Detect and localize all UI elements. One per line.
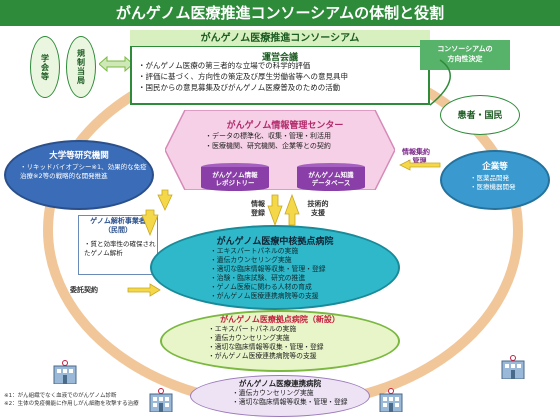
list-item: 適切な臨床情報等収集・管理・登録 — [210, 265, 390, 274]
information-center-list: データの標準化、収集・管理・利活用 医療機関、研究機関、企業等との契約 — [205, 131, 395, 151]
list-item: 質と効率性の確保されたゲノム解析 — [84, 240, 156, 258]
footnotes: ※1：がん組織でなく血液でのがんゲノム診断 ※2：生体の免疫機能に作用しがん細胞… — [4, 392, 164, 408]
footnote: ※1：がん組織でなく血液でのがんゲノム診断 — [4, 393, 117, 399]
technical-support-label: 技術的 支援 — [300, 200, 336, 218]
knowledge-db-label: がんゲノム知識 データベース — [296, 171, 366, 187]
genome-analysis-provider-text: ゲノム解析事業者 （民間） — [90, 217, 146, 234]
repository-text: がんゲノム情報 レポジトリー — [212, 171, 258, 187]
footnote: ※2：生体の免疫機能に作用しがん細胞を攻撃する治療 — [4, 401, 139, 407]
information-aggregation-label: 情報集約 ・管理 — [388, 148, 444, 166]
list-item: 国民からの意見募集及びがんゲノム医療普及のための活動 — [138, 82, 428, 93]
repository-label: がんゲノム情報 レポジトリー — [200, 171, 270, 187]
hospital-building-icon — [501, 355, 525, 379]
genome-analysis-provider-list: 質と効率性の確保されたゲノム解析 — [84, 240, 156, 258]
list-item: 医薬品開発 — [470, 174, 550, 183]
list-item: 医療機関、研究機関、企業等との契約 — [205, 141, 395, 151]
data-registration-label: 情報 登録 — [243, 200, 273, 218]
consortium-title: がんゲノム医療推進コンソーシアム — [130, 30, 430, 47]
knowledge-db-text: がんゲノム知識 データベース — [308, 171, 354, 187]
list-item: 遺伝カウンセリング実施 — [232, 389, 372, 398]
list-item: 適切な臨床情報等収集・管理・登録 — [232, 398, 372, 407]
list-item: がんゲノム医療連携病院等の支援 — [208, 352, 388, 361]
list-item: 遺伝カウンセリング実施 — [210, 256, 390, 265]
contract-label: 委託契約 — [70, 286, 98, 294]
list-item: がんゲノム医療連携病院等の支援 — [210, 292, 390, 301]
list-item: 遺伝カウンセリング実施 — [208, 334, 388, 343]
list-item: エキスパートパネルの実施 — [210, 247, 390, 256]
hospital-building-icon — [379, 388, 403, 412]
policy-direction-text: コンソーシアムの 方向性決定 — [437, 45, 493, 63]
list-item: リキッドバイオプシー※1、効果的な免疫治療※2等の戦略的な開発推進 — [20, 163, 150, 181]
company-list: 医薬品開発 医療機器開発 — [470, 174, 550, 192]
information-aggregation-text: 情報集約 ・管理 — [402, 148, 430, 165]
list-item: 治験・臨床試験、研究の推進 — [210, 274, 390, 283]
technical-support-text: 技術的 支援 — [307, 200, 329, 217]
regulatory-authority-oval: 規制当局 — [66, 36, 96, 98]
list-item: ゲノム医療に関わる人材の育成 — [210, 283, 390, 292]
academic-society-oval: 学会等 — [30, 36, 60, 98]
hospital-building-icon — [53, 360, 77, 384]
list-item: がんゲノム医療の第三者的な立場での科学的評価 — [138, 60, 428, 71]
university-title: 大学等研究機関 — [49, 151, 109, 161]
list-item: エキスパートパネルの実施 — [208, 325, 388, 334]
list-item: 適切な臨床情報等収集・管理・登録 — [208, 343, 388, 352]
hub-hospital-title: がんゲノム医療拠点病院（新設） — [220, 315, 340, 324]
data-registration-text: 情報 登録 — [251, 200, 265, 217]
steering-committee-list: がんゲノム医療の第三者的な立場での科学的評価 評価に基づく、方向性の策定及び厚生… — [138, 60, 428, 93]
repository-database-icon — [201, 163, 269, 191]
double-arrow-icon — [99, 56, 133, 72]
list-item: 評価に基づく、方向性の策定及び厚生労働省等への意見具申 — [138, 71, 428, 82]
company-title: 企業等 — [482, 162, 508, 172]
policy-direction-note: コンソーシアムの 方向性決定 — [420, 40, 510, 70]
core-hospital-list: エキスパートパネルの実施 遺伝カウンセリング実施 適切な臨床情報等収集・管理・登… — [210, 247, 390, 301]
list-item: データの標準化、収集・管理・利活用 — [205, 131, 395, 141]
steering-committee-title: 運営会議 — [261, 53, 298, 63]
information-center-title: がんゲノム情報管理センター — [226, 121, 344, 131]
cooperation-hospital-list: 遺伝カウンセリング実施 適切な臨床情報等収集・管理・登録 — [232, 389, 372, 407]
genome-analysis-provider-title: ゲノム解析事業者 （民間） — [78, 217, 158, 235]
cooperation-hospital-title: がんゲノム医療連携病院 — [238, 379, 322, 388]
hospital-building-icon — [149, 388, 173, 412]
patient-public-oval: 患者・国民 — [440, 95, 520, 135]
diagram-title: がんゲノム医療推進コンソーシアムの体制と役割 — [0, 0, 560, 26]
core-hospital-title: がんゲノム医療中核拠点病院 — [216, 237, 334, 247]
university-list: リキッドバイオプシー※1、効果的な免疫治療※2等の戦略的な開発推進 — [20, 163, 150, 181]
list-item: 医療機器開発 — [470, 183, 550, 192]
knowledge-database-icon — [297, 163, 365, 191]
hub-hospital-list: エキスパートパネルの実施 遺伝カウンセリング実施 適切な臨床情報等収集・管理・登… — [208, 325, 388, 361]
